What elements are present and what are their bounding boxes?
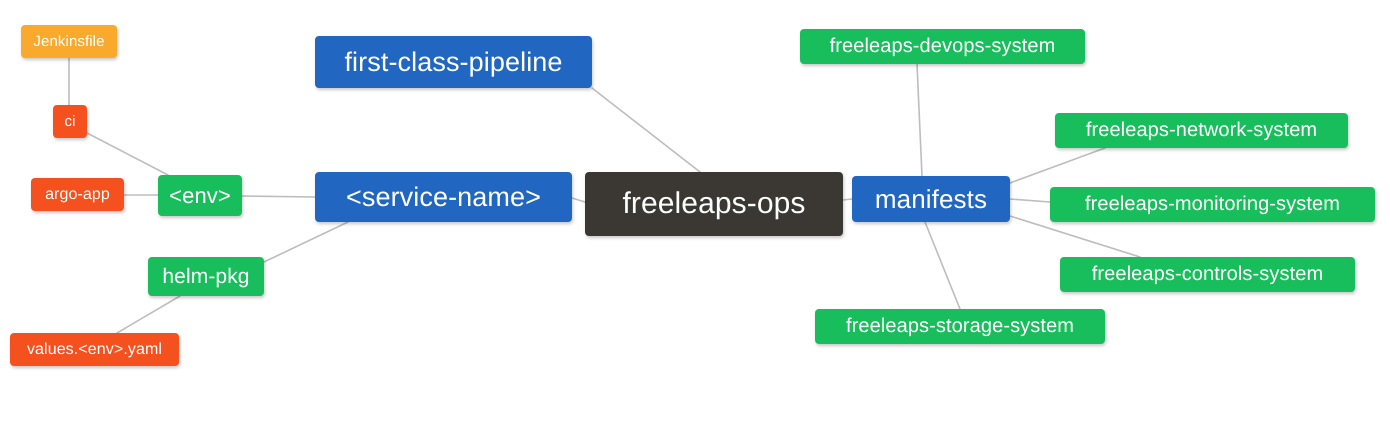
node-label: argo-app	[45, 185, 110, 203]
node-values-env-yaml[interactable]: values.<env>.yaml	[10, 333, 179, 366]
node-label: freeleaps-network-system	[1085, 119, 1318, 141]
node-freeleaps-devops-system[interactable]: freeleaps-devops-system	[800, 29, 1085, 64]
node-manifests[interactable]: manifests	[852, 176, 1010, 222]
node-label: <service-name>	[346, 181, 541, 212]
edge-env-to-service-name	[241, 195, 316, 198]
edge-manifests-to-freeleaps-network-system	[1009, 147, 1106, 184]
node-label: freeleaps-storage-system	[845, 315, 1075, 337]
node-freeleaps-network-system[interactable]: freeleaps-network-system	[1055, 113, 1348, 148]
edge-manifests-to-freeleaps-devops-system	[916, 63, 923, 177]
node-label: <env>	[169, 182, 231, 208]
node-first-class-pipeline[interactable]: first-class-pipeline	[315, 36, 592, 88]
node-argo-app[interactable]: argo-app	[31, 178, 124, 211]
node-helm-pkg[interactable]: helm-pkg	[148, 257, 264, 296]
edge-first-class-pipeline-to-freeleaps-ops	[591, 87, 701, 173]
node-label: values.<env>.yaml	[26, 340, 163, 358]
node-freeleaps-monitoring-system[interactable]: freeleaps-monitoring-system	[1050, 187, 1375, 222]
node-label: helm-pkg	[162, 264, 250, 288]
node-label: Jenkinsfile	[33, 33, 105, 50]
node-service-name[interactable]: <service-name>	[315, 172, 572, 222]
node-jenkinsfile[interactable]: Jenkinsfile	[21, 25, 117, 58]
edge-freeleaps-ops-to-manifests	[842, 198, 853, 201]
node-freeleaps-storage-system[interactable]: freeleaps-storage-system	[815, 309, 1105, 344]
edge-ci-to-env	[86, 132, 169, 176]
edge-manifests-to-freeleaps-monitoring-system	[1009, 198, 1051, 203]
edge-values-env-yaml-to-helm-pkg	[116, 295, 181, 334]
node-freeleaps-ops[interactable]: freeleaps-ops	[585, 172, 843, 236]
node-freeleaps-controls-system[interactable]: freeleaps-controls-system	[1060, 257, 1355, 292]
node-label: ci	[64, 113, 76, 130]
edge-manifests-to-freeleaps-controls-system	[1009, 215, 1141, 258]
node-env[interactable]: <env>	[158, 175, 242, 216]
node-label: freeleaps-ops	[622, 187, 806, 220]
node-label: first-class-pipeline	[344, 46, 563, 77]
node-label: freeleaps-devops-system	[829, 35, 1056, 57]
node-ci[interactable]: ci	[53, 105, 87, 138]
edge-service-name-to-freeleaps-ops	[571, 197, 586, 203]
edge-manifests-to-freeleaps-storage-system	[924, 221, 961, 310]
edge-helm-pkg-to-service-name	[263, 221, 349, 263]
node-label: freeleaps-controls-system	[1091, 263, 1324, 285]
node-label: manifests	[874, 183, 988, 214]
node-label: freeleaps-monitoring-system	[1084, 193, 1340, 215]
